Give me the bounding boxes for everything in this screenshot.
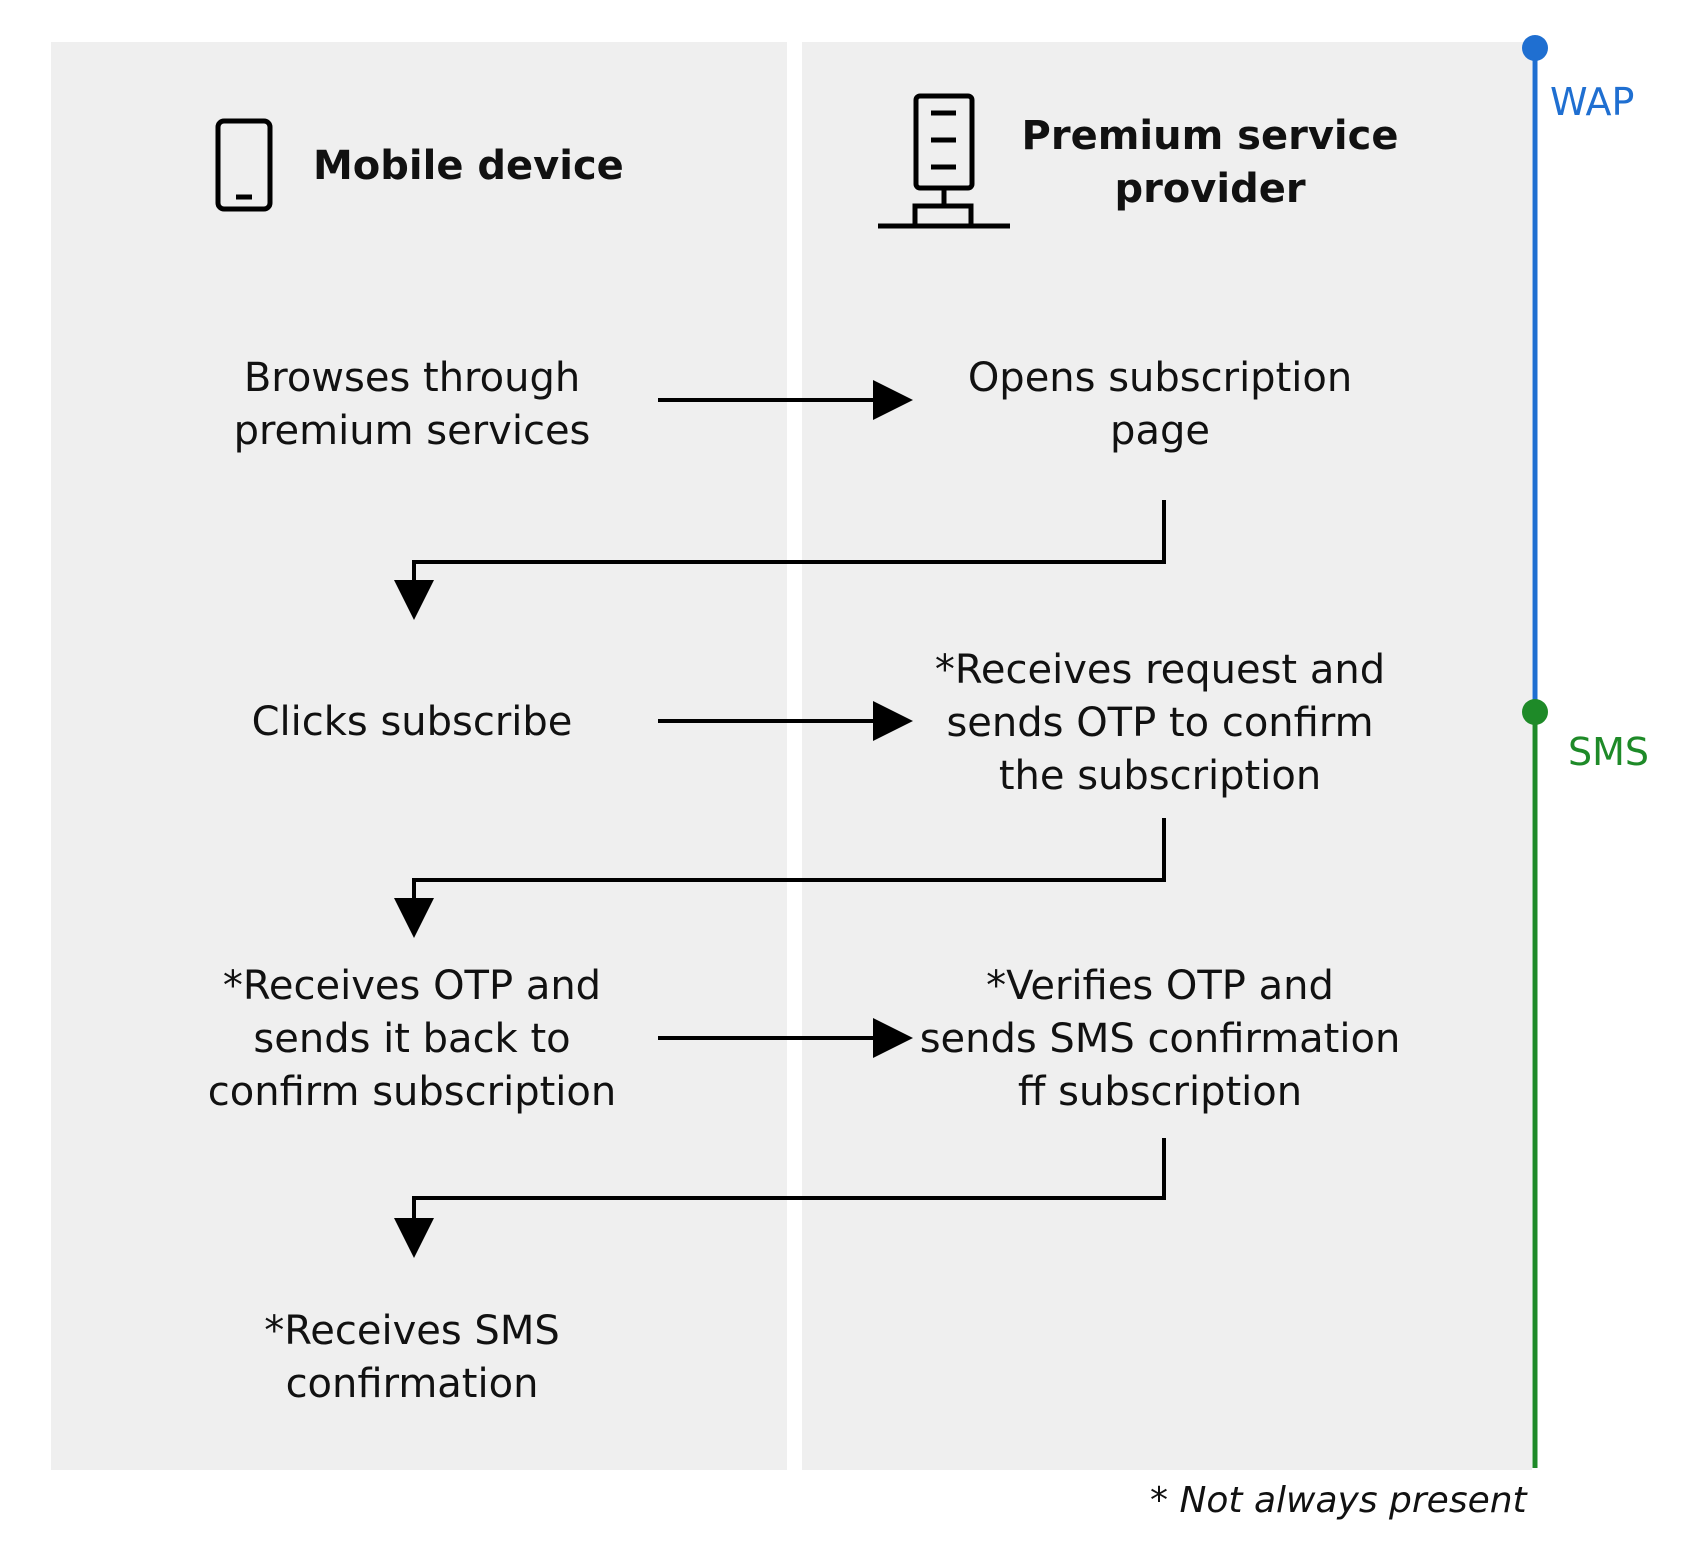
wap-phase-dot [1522,35,1548,61]
arrow-open-to-subscribe [394,500,1166,620]
step-receives-request: *Receives request and sends OTP to confi… [900,644,1420,803]
step-line: sends OTP to confirm [946,700,1374,746]
arrow-request-to-receive-otp [394,818,1166,938]
step-line: *Receives OTP and [222,963,602,1009]
step-line: Clicks subscribe [251,699,573,745]
sms-phase-dot [1522,699,1548,725]
step-line: confirm subscription [207,1069,617,1115]
step-line: ff subscription [1017,1069,1303,1115]
step-receives-sms: *Receives SMS confirmation [206,1305,618,1411]
premium-provider-title-line: provider [1114,166,1306,212]
premium-provider-lane [802,42,1532,1470]
step-line: premium services [233,408,591,454]
step-line: Browses through [243,355,581,401]
step-line: page [1110,408,1210,454]
arrow-verify-to-receive-sms [394,1138,1166,1258]
step-line: *Receives SMS [264,1308,560,1354]
mobile-phone-icon [215,118,273,212]
step-line: confirmation [285,1361,539,1407]
premium-provider-title-line: Premium service [1021,113,1399,159]
mobile-device-title: Mobile device [313,143,624,189]
step-line: the subscription [998,753,1322,799]
step-line: Opens subscription [967,355,1353,401]
sms-phase-label: SMS [1568,730,1650,774]
premium-provider-title: Premium service provider [1000,110,1420,216]
server-icon [878,93,1010,229]
step-verifies-otp: *Verifies OTP and sends SMS confirmation… [880,960,1440,1119]
step-clicks-subscribe: Clicks subscribe [206,696,618,749]
wap-phase-label: WAP [1550,80,1635,124]
step-open-page: Opens subscription page [940,352,1380,458]
step-browse: Browses through premium services [206,352,618,458]
step-receives-otp: *Receives OTP and sends it back to confi… [186,960,638,1119]
step-line: *Receives request and [934,647,1386,693]
step-line: sends SMS confirmation [919,1016,1401,1062]
step-line: *Verifies OTP and [986,963,1334,1009]
step-line: sends it back to [253,1016,571,1062]
footnote: * Not always present [1150,1480,1527,1521]
